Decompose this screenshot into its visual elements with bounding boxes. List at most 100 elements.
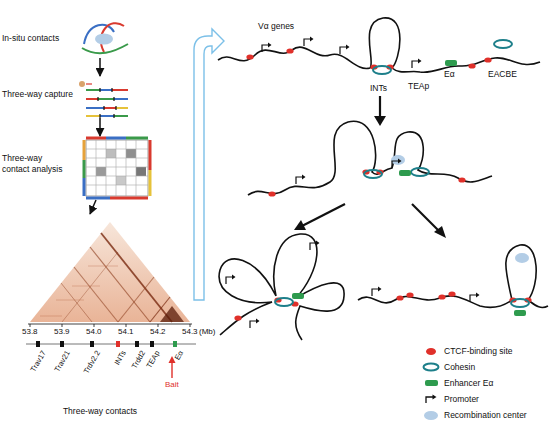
promoter-arrow: [310, 241, 320, 251]
gene-mark: [135, 341, 139, 347]
complex-blob: [95, 34, 113, 45]
matrix-border: [86, 197, 110, 200]
step-box: Three-way capture: [2, 76, 130, 118]
gene-mark: [90, 341, 94, 347]
gene-label: Trav17: [29, 349, 48, 373]
gene-track: [26, 344, 196, 345]
ctcf-site: [484, 57, 491, 62]
matrix-cell: [116, 176, 126, 185]
legend-swatch: [425, 380, 438, 386]
chromatin-state-2: [248, 121, 492, 196]
dna-strand: [82, 44, 128, 53]
ctcf-site: [468, 63, 475, 68]
matrix-grid: [86, 140, 148, 196]
promoter-arrow: [250, 319, 260, 329]
ctcf-site: [396, 295, 403, 300]
promoter-arrow: [340, 45, 350, 55]
matrix-border: [149, 140, 152, 170]
flow-connector: [90, 200, 96, 214]
gene-label: Trdd2: [130, 349, 147, 370]
heatmap-stripe: [74, 267, 118, 322]
heatmap-texture: [40, 266, 118, 316]
chromatin-fiber: [358, 245, 548, 308]
heatmap-hotspot: [160, 306, 184, 322]
axis-label: 53.8: [22, 327, 38, 336]
contact-icon: [82, 23, 128, 53]
enhancer: [514, 310, 526, 316]
junction-marks: [98, 88, 116, 118]
heatmap: [30, 222, 190, 322]
matrix-frame: [86, 140, 148, 196]
read-seg: [104, 107, 116, 109]
arrow-stub: [86, 83, 92, 84]
heatmap-triangle: [30, 222, 190, 322]
matrix-cell: [136, 167, 146, 176]
region-label: EACBE: [488, 70, 517, 79]
step-arrow: [412, 204, 440, 232]
promoter-arrowhead: [433, 395, 437, 400]
matrix-cell: [106, 149, 116, 158]
promoter-arrow: [262, 43, 272, 53]
gene-label: TEAp: [144, 349, 161, 370]
legend-label: Cohesin: [444, 362, 475, 372]
ctcf-site: [406, 292, 413, 297]
gene-mark: [60, 341, 64, 347]
read-seg: [86, 98, 98, 100]
ctcf-site: [246, 54, 253, 59]
region-label: Vα genes: [258, 22, 294, 31]
capture-icon: [79, 81, 128, 118]
legend-label: Enhancer Eα: [444, 378, 493, 388]
step-arrow: [302, 204, 345, 226]
region-label: INTs: [370, 84, 387, 93]
gene-label: Eα: [173, 349, 185, 362]
region-label: Bait: [165, 380, 179, 389]
read-seg: [86, 115, 100, 117]
chromatin-state-3b: [358, 245, 548, 316]
read-seg: [86, 89, 100, 91]
cohesin-ring: [275, 298, 293, 306]
step-box: Three-way contact analysis: [2, 136, 150, 200]
heatmap-stripe: [61, 283, 92, 322]
dna-strand: [84, 25, 114, 44]
legend-symbol: [422, 393, 440, 405]
gene-mark: [116, 341, 120, 347]
promoter-arrow: [304, 37, 314, 47]
promoter-arrow: [226, 275, 236, 285]
matrix-border: [110, 197, 148, 200]
matrix-border: [83, 178, 86, 196]
matrix-border: [83, 160, 86, 178]
matrix-border: [149, 170, 152, 196]
axis-label: 54.1: [118, 327, 134, 336]
chromatin-fiber: [219, 234, 344, 340]
read-seg: [100, 89, 112, 91]
step-arrowhead: [434, 226, 446, 238]
gene-mark: [173, 341, 177, 347]
gene-mark: [36, 341, 40, 347]
axis-label: (Mb): [199, 327, 215, 336]
enhancer: [399, 170, 411, 176]
matrix-cell: [126, 149, 136, 158]
read-seg: [114, 98, 128, 100]
legend-label: CTCF-binding site: [444, 346, 513, 356]
legend-label: Promoter: [444, 394, 479, 404]
flow-connector: [99, 118, 101, 136]
heatmap-stripe: [62, 252, 118, 322]
cohesin-ring: [511, 299, 529, 307]
ctcf-site: [268, 191, 275, 196]
enhancer: [292, 293, 304, 299]
gene-label: Trav21: [53, 349, 72, 373]
ctcf-site: [458, 177, 465, 182]
recombination-center: [515, 253, 529, 263]
ctcf-site: [448, 291, 455, 296]
heatmap-stripe: [90, 247, 150, 322]
read-seg: [116, 107, 128, 109]
step-arrow: [379, 96, 381, 118]
flow-connector: [99, 58, 101, 76]
matrix-border: [126, 137, 148, 140]
read-seg: [98, 98, 114, 100]
genomic-axis: [26, 324, 196, 378]
promoter-arrow: [470, 293, 480, 303]
cohesin-ring: [364, 170, 382, 178]
cohesin-ring: [424, 364, 439, 371]
promoter-arrow: [412, 59, 422, 69]
